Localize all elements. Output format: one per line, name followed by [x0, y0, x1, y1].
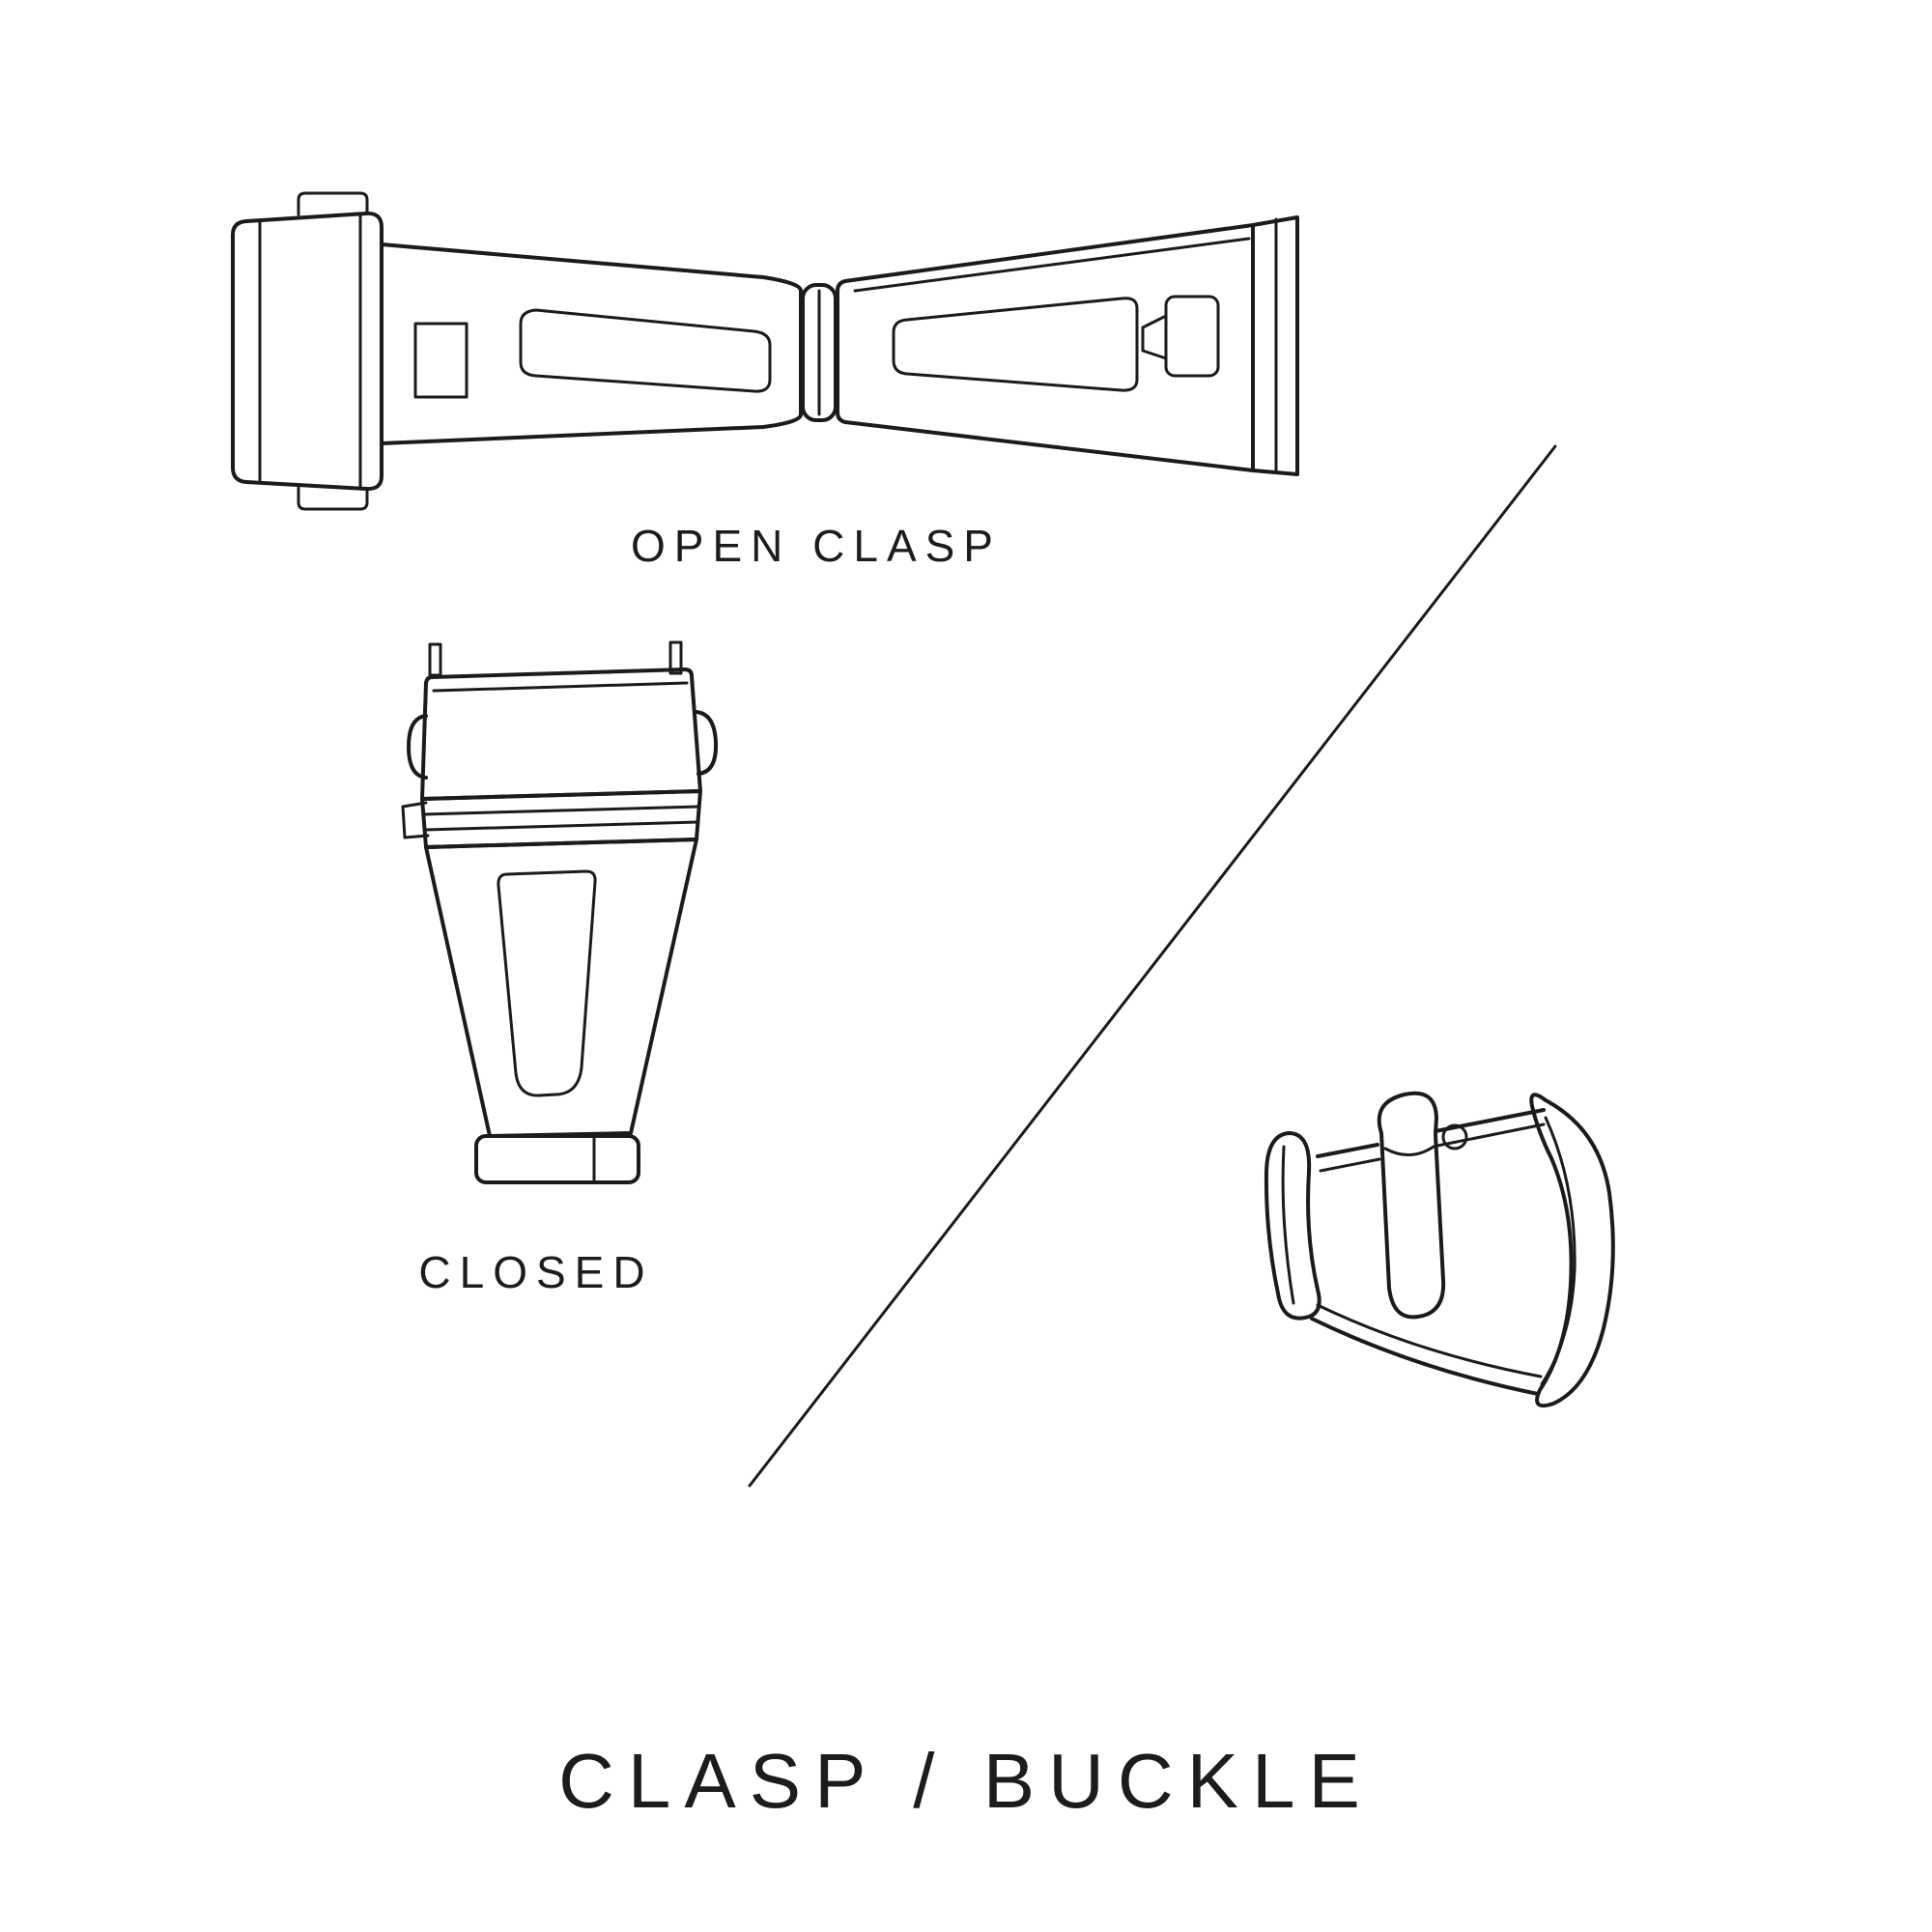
open-clasp-label: OPEN CLASP	[631, 521, 1002, 571]
diagram-title: CLASP / BUCKLE	[558, 1738, 1374, 1824]
buckle-pin-bar	[1316, 1108, 1546, 1173]
buckle-tang	[1377, 1091, 1446, 1320]
closed-clasp-label: CLOSED	[418, 1247, 654, 1297]
divider-line	[748, 444, 1557, 1488]
open-clasp-right-arm	[836, 215, 1299, 476]
buckle-frame	[1264, 1093, 1615, 1408]
open-clasp-left-cap	[231, 191, 384, 511]
open-clasp-left-arm	[380, 242, 803, 445]
tang-buckle-illustration	[1264, 1091, 1615, 1408]
open-clasp-hinge	[801, 283, 838, 422]
closed-clasp-body	[424, 838, 698, 1184]
closed-clasp-top-box	[407, 668, 719, 801]
closed-clasp-illustration	[401, 640, 719, 1184]
open-clasp-illustration	[231, 191, 1299, 511]
